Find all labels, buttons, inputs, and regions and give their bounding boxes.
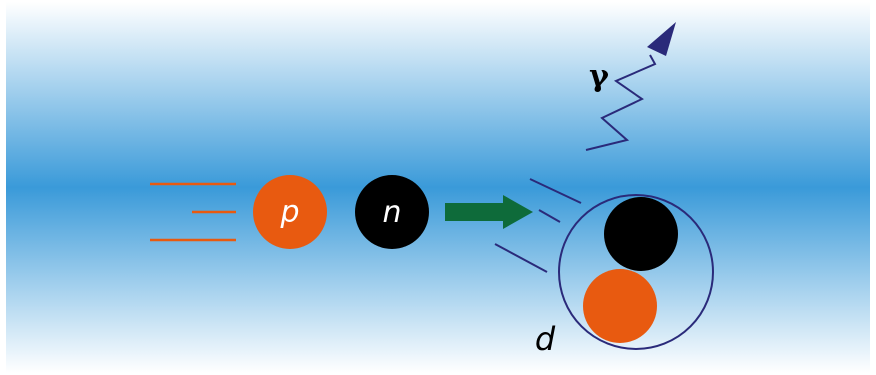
deuteron-neutron (604, 197, 678, 271)
neutron-label: n (382, 195, 401, 230)
deuteron-label: d (535, 320, 556, 358)
deuteron-proton (583, 269, 657, 343)
proton-label: p (279, 195, 299, 230)
gamma-label: γ (589, 59, 609, 94)
background-band (6, 2, 870, 373)
